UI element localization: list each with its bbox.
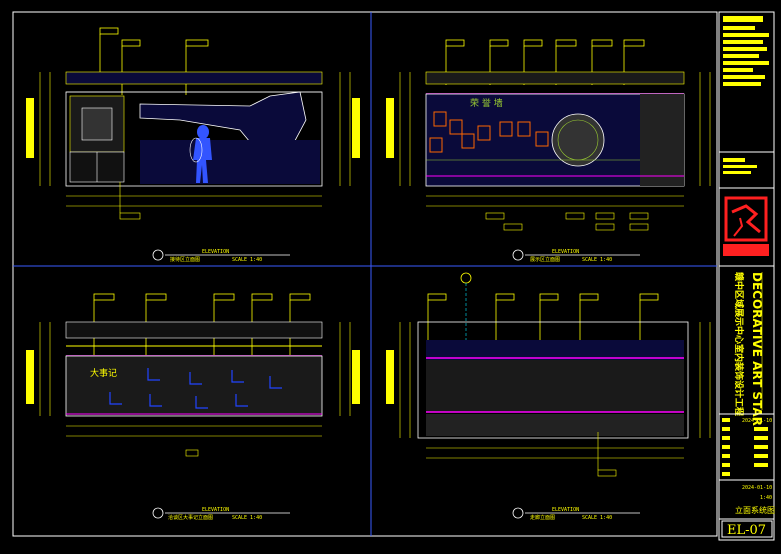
elevation-a-title: ELEVATION [202, 249, 229, 255]
elevation-c: 大事记 ELEVATION 洽谈区大事记立面图 SCALE 1:40 [26, 293, 360, 521]
drawing-number: EL-07 [727, 523, 766, 538]
elevation-b: 荣 誉 墙 ELEVATION 展示区立面图 SCALE 1:40 [386, 39, 711, 263]
elevation-d-title: ELEVATION [552, 507, 579, 513]
sheet-border [12, 11, 718, 537]
title-block: 赣中区域展示中心室内装饰设计工程 DECORATIVE ART STAR 202… [718, 11, 775, 541]
honor-wall-sign: 荣 誉 墙 [470, 97, 503, 109]
human-figure [189, 125, 212, 183]
elevation-a-scale: SCALE 1:40 [232, 257, 262, 263]
elevation-c-scale: SCALE 1:40 [232, 515, 262, 521]
elevation-c-caption: 洽谈区大事记立面图 [168, 514, 213, 521]
elevation-b-scale: SCALE 1:40 [582, 257, 612, 263]
elevation-c-title: ELEVATION [202, 507, 229, 513]
elevation-d: ELEVATION 走廊立面图 SCALE 1:40 [386, 272, 711, 521]
brand-name: DECORATIVE ART STAR [750, 272, 764, 426]
date-2: 2024-01-10 [742, 485, 772, 491]
date-1: 2024-01-10 [742, 418, 772, 424]
project-name: 赣中区域展示中心室内装饰设计工程 [733, 272, 745, 416]
elevation-a-caption: 接待区立面图 [170, 256, 200, 263]
drawing-name: 立面系统图 [735, 505, 775, 515]
elevation-b-caption: 展示区立面图 [530, 256, 560, 263]
elevation-a: ELEVATION 接待区立面图 SCALE 1:40 [26, 27, 360, 263]
milestone-sign: 大事记 [90, 367, 117, 379]
elevation-d-caption: 走廊立面图 [530, 514, 555, 521]
scale-value: 1:40 [760, 495, 772, 501]
elevation-d-scale: SCALE 1:40 [582, 515, 612, 521]
elevation-b-title: ELEVATION [552, 249, 579, 255]
leader-tags-a [99, 27, 209, 95]
company-logo [723, 196, 769, 256]
